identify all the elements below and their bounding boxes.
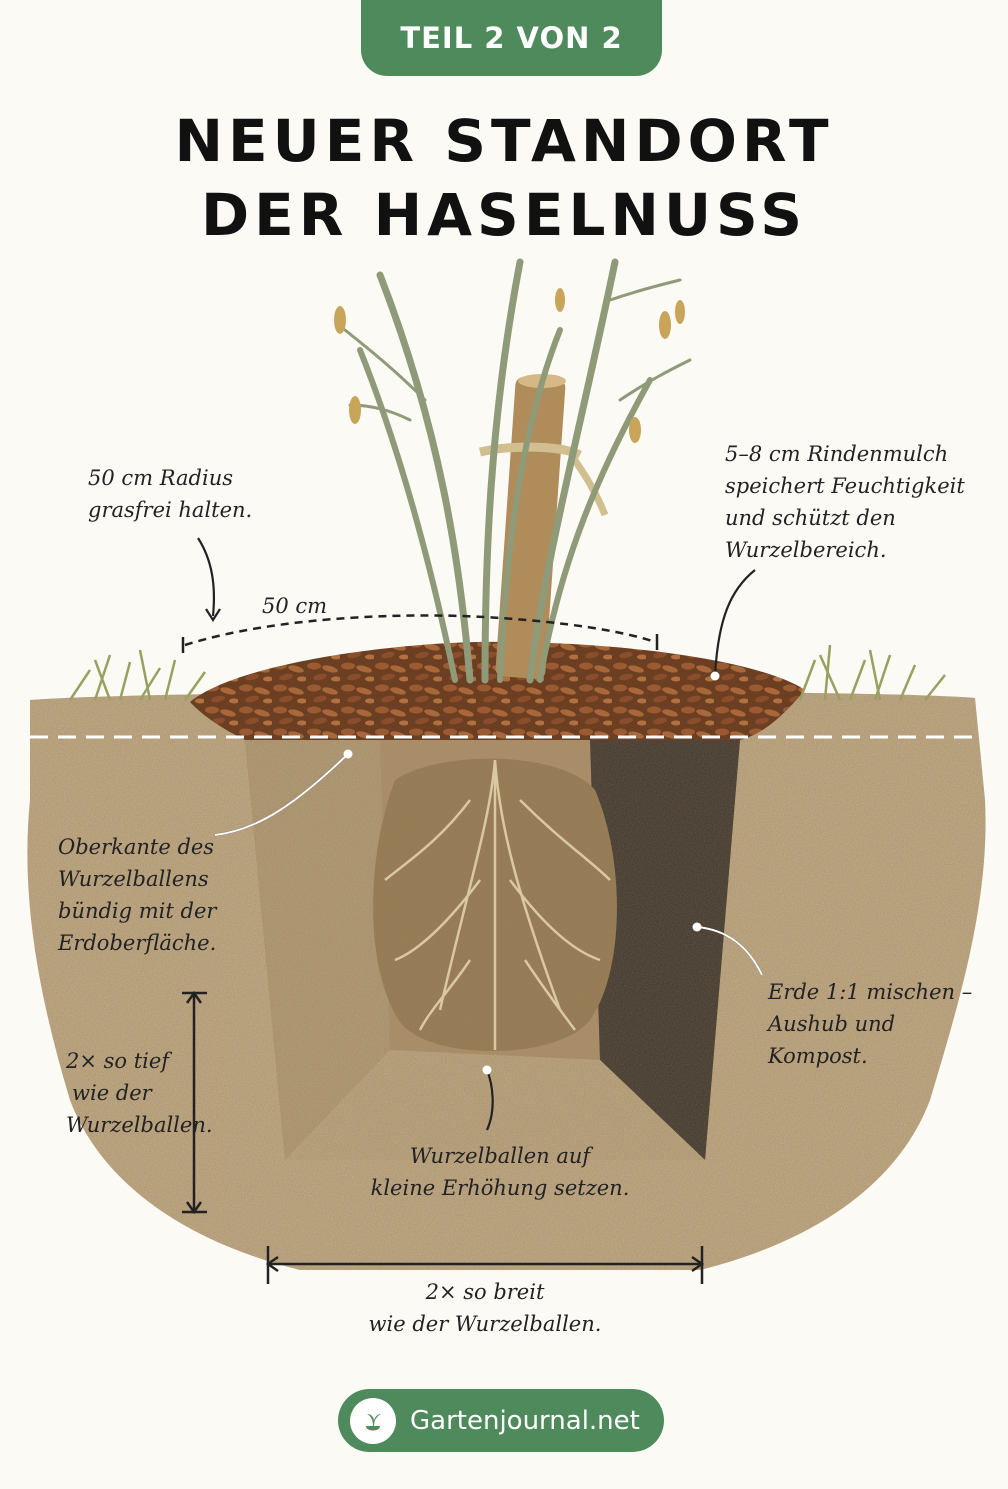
note-grass-free: 50 cm Radius grasfrei halten. [88, 466, 253, 522]
brand-name: Gartenjournal.net [410, 1405, 640, 1436]
part-badge: TEIL 2 VON 2 [361, 0, 662, 76]
note-depth: 2× so tief wie der Wurzelballen. [66, 1049, 213, 1137]
sprout-icon [350, 1397, 396, 1444]
radius-arc [184, 614, 656, 647]
brand-footer[interactable]: Gartenjournal.net [338, 1389, 664, 1452]
note-radius: 50 cm [262, 594, 328, 618]
title-line-1: NEUER STANDORT [174, 107, 834, 175]
note-mound: Wurzelballen auf kleine Erhöhung setzen. [370, 1144, 630, 1200]
root-ball [373, 758, 617, 1052]
grass-tuft-left [68, 649, 207, 701]
catkins [334, 288, 685, 443]
mulch-layer [190, 641, 805, 740]
grass-tuft-right [798, 644, 946, 701]
page-title: NEUER STANDORT DER HASELNUSS [0, 104, 1008, 252]
depth-dimension [182, 990, 207, 1215]
note-mulch: 5–8 cm Rindenmulch speichert Feuchtigkei… [725, 442, 965, 562]
note-ball-top: Oberkante des Wurzelballens bündig mit d… [58, 835, 217, 955]
title-line-2: DER HASELNUSS [201, 181, 807, 249]
note-width: 2× so breit wie der Wurzelballen. [368, 1280, 602, 1336]
note-mix: Erde 1:1 mischen – Aushub und Kompost. [768, 980, 973, 1068]
hazel-branches [343, 258, 692, 684]
width-dimension [265, 1246, 705, 1284]
